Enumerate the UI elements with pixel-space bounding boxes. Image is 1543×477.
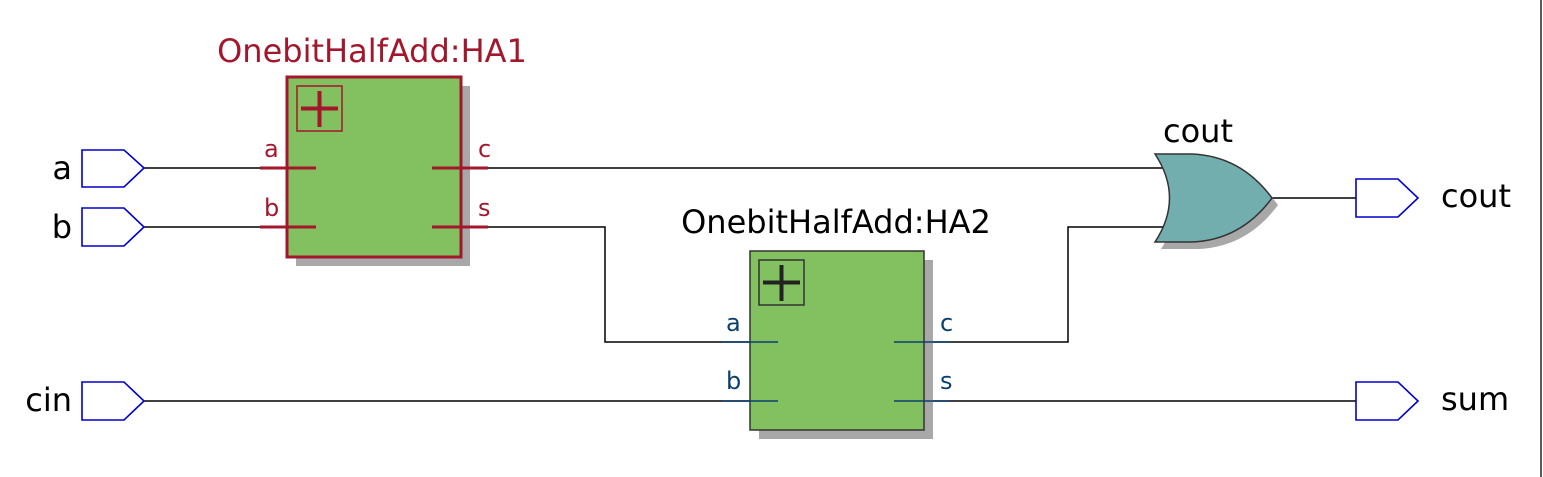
input-port-b-label: b bbox=[52, 208, 72, 246]
ha2-port-s-label: s bbox=[940, 367, 953, 395]
output-port-sum[interactable]: sum bbox=[1355, 380, 1509, 421]
input-port-a[interactable]: a bbox=[52, 149, 146, 188]
block-ha2-title: OnebitHalfAdd:HA2 bbox=[681, 203, 991, 241]
wire-ha1-s-to-ha2-a bbox=[488, 226, 752, 343]
block-ha1-title: OnebitHalfAdd:HA1 bbox=[217, 32, 527, 70]
ha1-port-a-label: a bbox=[264, 135, 279, 163]
plus-expand-icon[interactable] bbox=[758, 259, 805, 306]
block-ha2[interactable]: OnebitHalfAdd:HA2 a b c s bbox=[681, 203, 991, 439]
ha2-port-b-label: b bbox=[726, 367, 741, 395]
ha1-port-s-label: s bbox=[478, 194, 491, 222]
input-port-cin[interactable]: cin bbox=[25, 381, 146, 421]
wires bbox=[144, 167, 1356, 402]
block-ha1[interactable]: OnebitHalfAdd:HA1 a b c s bbox=[217, 32, 527, 266]
or-gate-label: cout bbox=[1163, 112, 1233, 150]
output-port-cout-label: cout bbox=[1441, 177, 1511, 215]
or-gate-body bbox=[1153, 153, 1273, 243]
input-port-a-label: a bbox=[52, 149, 72, 187]
input-port-b[interactable]: b bbox=[52, 207, 146, 247]
input-port-cin-label: cin bbox=[25, 381, 72, 419]
block-ha2-body bbox=[749, 250, 925, 431]
output-port-sum-label: sum bbox=[1441, 380, 1509, 418]
ha1-port-c-label: c bbox=[478, 135, 491, 163]
or-gate-cout[interactable]: cout bbox=[1153, 112, 1278, 249]
output-port-cout[interactable]: cout bbox=[1355, 177, 1511, 218]
plus-expand-icon[interactable] bbox=[296, 85, 343, 132]
wire-ha2-c-to-or bbox=[922, 226, 1170, 343]
ha2-port-a-label: a bbox=[726, 309, 741, 337]
ha2-port-c-label: c bbox=[940, 309, 953, 337]
ha1-port-b-label: b bbox=[264, 194, 279, 222]
